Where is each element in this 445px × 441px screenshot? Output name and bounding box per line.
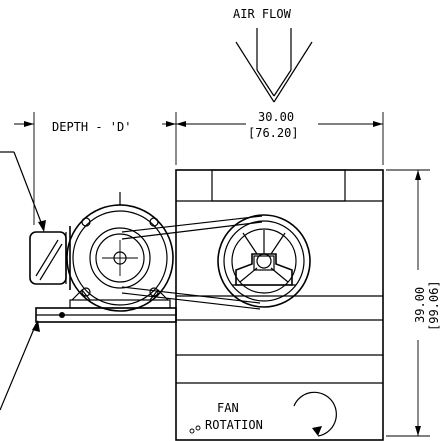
width-dimension — [175, 112, 384, 165]
fan-rotation-label-line2: ROTATION — [205, 418, 263, 432]
motor — [29, 192, 174, 312]
air-flow-arrow — [235, 28, 313, 103]
width-millimeters: [76.20] — [248, 126, 299, 140]
air-flow-label: AIR FLOW — [233, 7, 292, 21]
height-millimeters: [99.06] — [427, 280, 441, 331]
leader-lines — [0, 151, 46, 411]
fan-cabinet — [175, 169, 384, 441]
fan-pulley — [217, 214, 311, 308]
width-inches: 30.00 — [258, 110, 294, 124]
drive-belts — [121, 215, 263, 310]
fan-rotation-arrow — [293, 391, 337, 437]
motor-base-rail — [35, 307, 177, 323]
depth-label: DEPTH - 'D' — [52, 120, 131, 134]
depth-dimension — [14, 112, 176, 225]
height-dimension — [386, 169, 430, 437]
height-inches: 39.00 — [413, 287, 427, 323]
fan-rotation-label-line1: FAN — [217, 401, 239, 415]
